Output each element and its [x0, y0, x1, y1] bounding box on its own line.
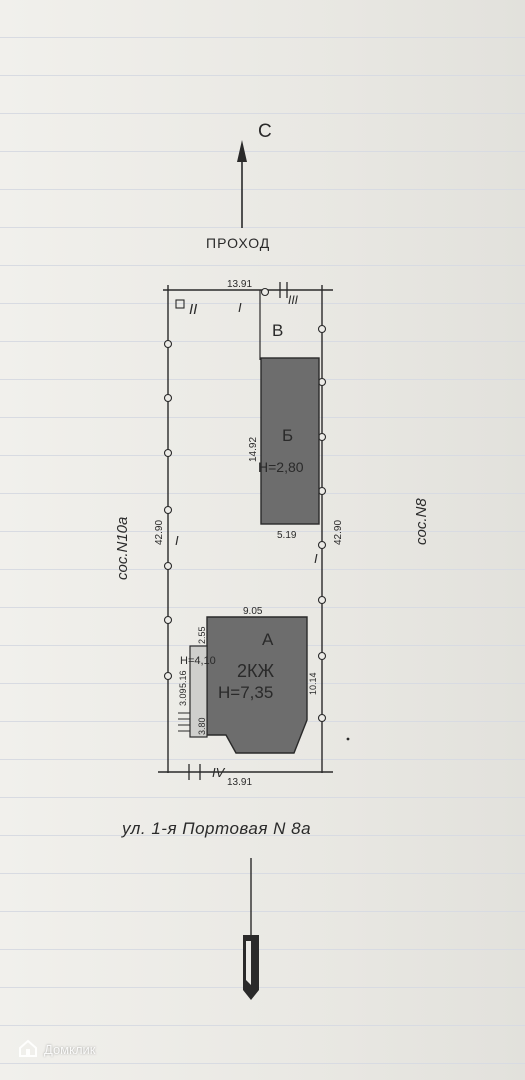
- home-logo-icon: [18, 1039, 38, 1060]
- building-a-dim-top: 9.05: [243, 606, 263, 617]
- fence-posts: [163, 287, 327, 723]
- building-b: Б H=2,80 14.92 5.19: [248, 357, 320, 541]
- corner-marker: [175, 299, 185, 309]
- building-a-type: 2КЖ: [237, 661, 274, 681]
- north-arrow: С: [237, 121, 272, 228]
- passage-label: ПРОХОД: [206, 235, 270, 251]
- dim-top: 13.91: [227, 279, 252, 290]
- marker-top-left: II: [189, 301, 197, 318]
- watermark: Домклик: [18, 1039, 96, 1060]
- building-b-dim-bottom: 5.19: [277, 530, 297, 541]
- dim-bottom: 13.91: [227, 777, 252, 788]
- building-a-letter: А: [262, 630, 274, 649]
- dim-left: 42.90: [154, 520, 165, 545]
- right-neighbor-label: сос.N8: [413, 498, 430, 545]
- extension-height: H=4,10: [180, 655, 216, 667]
- building-a-dim-right: 10.14: [308, 672, 318, 695]
- left-neighbor-label: сос.N10а: [114, 517, 131, 580]
- extension-dim-a: 5.16: [178, 670, 188, 688]
- label-v: В: [272, 321, 283, 340]
- marker-right: I: [314, 551, 318, 566]
- porch-dim: 2.55: [197, 626, 207, 644]
- lot-boundary: [158, 285, 333, 773]
- street-label: ул. 1-я Портовая N 8а: [121, 819, 311, 838]
- marker-left: I: [175, 533, 179, 548]
- marker-bottom: IV: [212, 765, 226, 780]
- extension-dim-c: 3.80: [197, 717, 207, 735]
- gate-ticks: [188, 282, 288, 780]
- building-a: 9.05 А 2КЖ H=7,35 H=4,10 10.14 2.55 5.16…: [178, 606, 318, 754]
- building-b-height: H=2,80: [258, 459, 304, 475]
- building-b-letter: Б: [282, 426, 293, 445]
- marker-top-mid: I: [238, 300, 242, 315]
- building-a-height: H=7,35: [218, 683, 273, 702]
- building-b-dim-side: 14.92: [248, 437, 259, 462]
- porch-steps: [178, 712, 190, 732]
- north-label: С: [258, 121, 272, 142]
- marker-top-right: III: [288, 293, 299, 307]
- entrance-arrow: [243, 858, 259, 1000]
- dim-right: 42.90: [333, 520, 344, 545]
- extension-dim-b: 3.09: [178, 688, 188, 706]
- watermark-text: Домклик: [44, 1042, 96, 1057]
